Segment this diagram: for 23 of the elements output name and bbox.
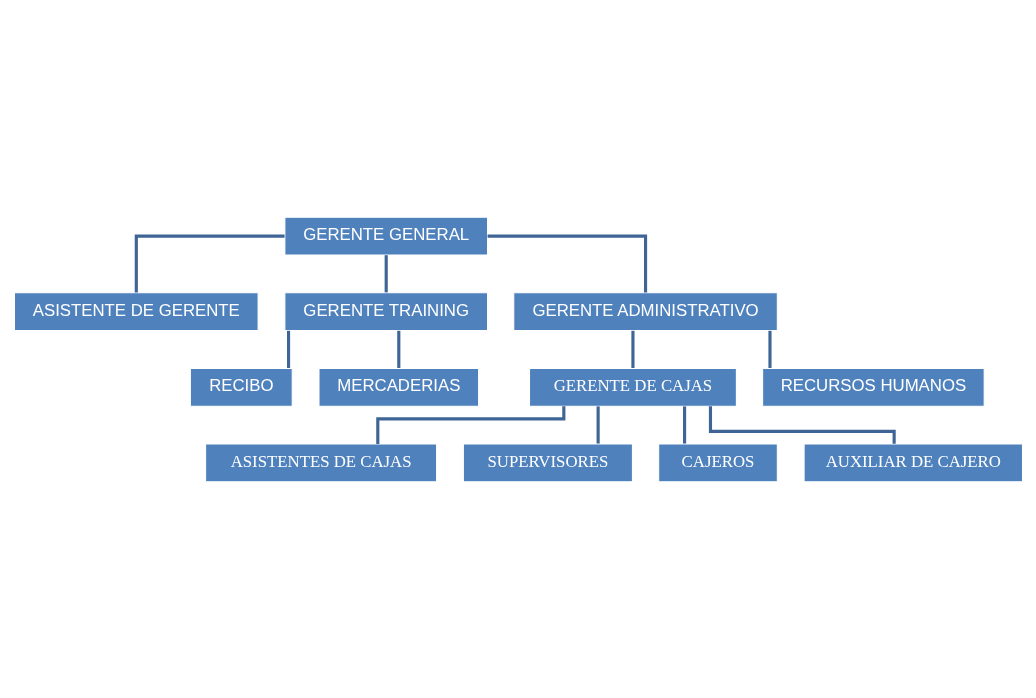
- node-box: ASISTENTE DE GERENTE: [13, 291, 259, 331]
- node-box: GERENTE TRAINING: [283, 291, 488, 331]
- connector: [708, 405, 896, 444]
- connector: [487, 234, 647, 293]
- connector: [286, 330, 290, 368]
- node-box: RECIBO: [189, 367, 293, 407]
- connector: [767, 330, 772, 368]
- connector: [134, 234, 285, 293]
- connector: [630, 330, 635, 368]
- connector: [596, 405, 600, 444]
- node-box: MERCADERIAS: [317, 367, 479, 407]
- connector: [375, 405, 565, 444]
- node-box: ASISTENTES DE CAJAS: [204, 442, 437, 482]
- connector: [384, 254, 388, 292]
- connector: [682, 405, 686, 444]
- node-box: CAJEROS: [657, 442, 778, 482]
- node-box: SUPERVISORES: [462, 442, 633, 482]
- node-box: RECURSOS HUMANOS: [761, 367, 985, 407]
- node-box: GERENTE ADMINISTRATIVO: [512, 291, 778, 331]
- node-box: GERENTE GENERAL: [283, 216, 488, 256]
- node-box: GERENTE DE CAJAS: [528, 367, 737, 407]
- node-box: AUXILIAR DE CAJERO: [803, 442, 1023, 482]
- connector: [396, 330, 400, 368]
